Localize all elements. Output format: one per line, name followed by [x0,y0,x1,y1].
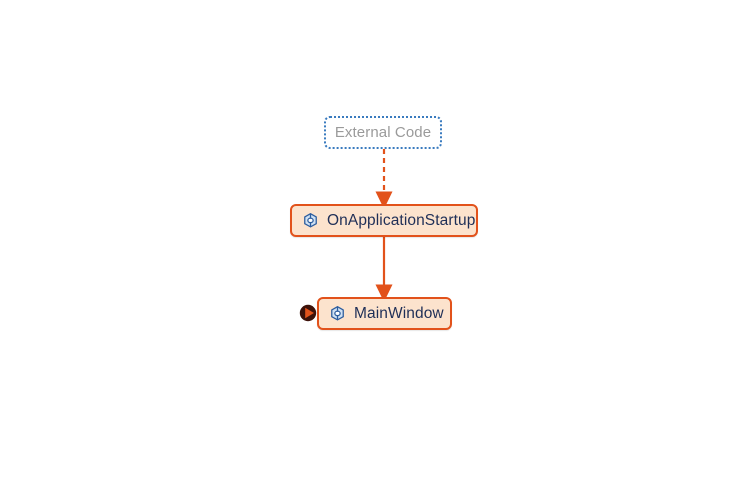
node-main-window-label: MainWindow [354,304,444,322]
method-cube-icon [329,305,346,322]
current-statement-marker[interactable] [299,303,319,323]
node-main-window[interactable]: MainWindow [317,297,452,330]
node-external-code-label: External Code [334,124,432,141]
node-on-application-startup[interactable]: OnApplicationStartup [290,204,478,237]
node-on-application-startup-label: OnApplicationStartup [327,211,476,229]
node-external-code[interactable]: External Code [324,116,442,149]
method-cube-icon [302,212,319,229]
